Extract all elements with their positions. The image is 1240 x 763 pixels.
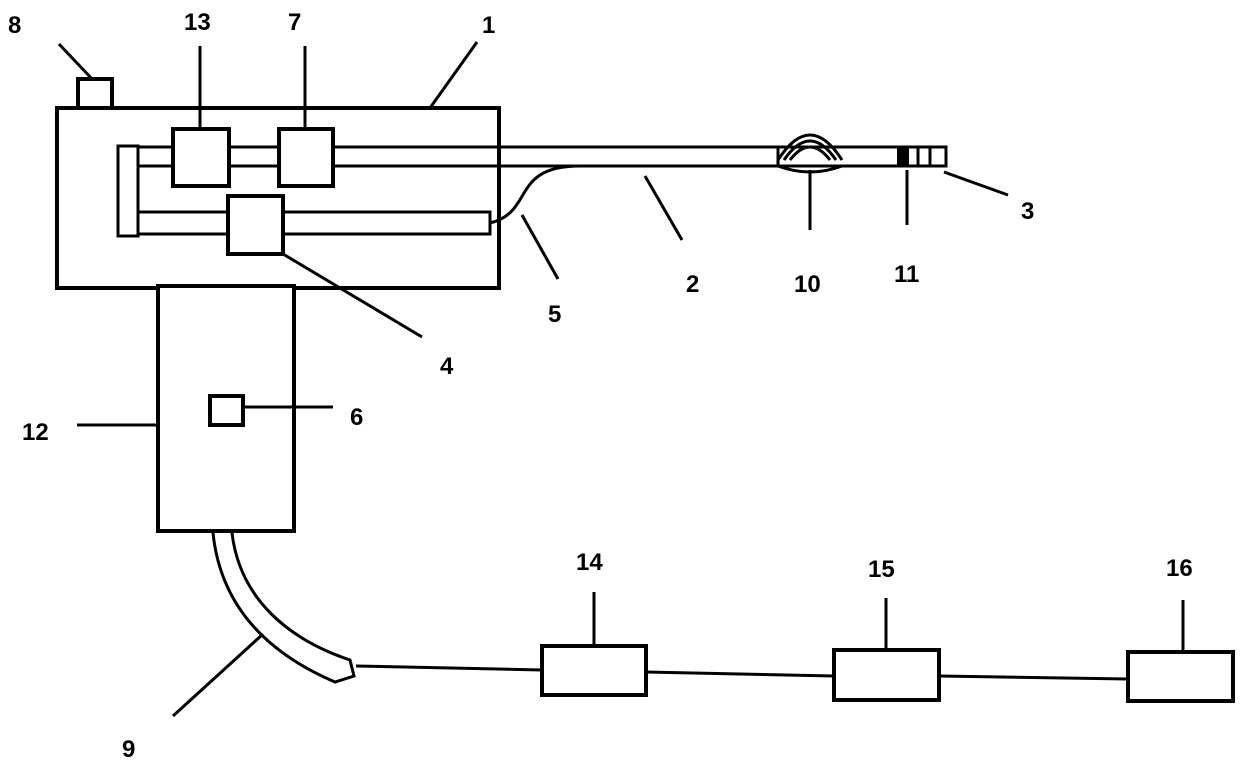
label-13: 13 [184, 9, 211, 36]
module-7 [279, 129, 333, 186]
leader-1 [430, 42, 477, 108]
label-4: 4 [440, 353, 454, 380]
leader-3 [944, 172, 1008, 195]
label-16: 16 [1166, 555, 1193, 582]
signal-line-c [939, 676, 1128, 679]
label-5: 5 [548, 301, 561, 328]
label-12: 12 [22, 419, 49, 446]
label-11: 11 [894, 261, 919, 288]
unit-15 [834, 650, 939, 700]
unit-16 [1128, 652, 1233, 701]
label-3: 3 [1021, 198, 1034, 225]
tip-element-11 [897, 147, 930, 166]
leader-8 [59, 44, 93, 80]
button-8 [78, 79, 112, 108]
module-4 [228, 196, 283, 254]
label-1: 1 [482, 12, 495, 39]
label-14: 14 [576, 549, 603, 576]
signal-line-a [356, 666, 542, 670]
label-10: 10 [794, 271, 821, 298]
leader-5 [522, 215, 558, 279]
label-9: 9 [122, 736, 135, 763]
unit-14 [542, 646, 646, 695]
label-7: 7 [288, 9, 301, 36]
leader-9 [173, 634, 263, 716]
label-2: 2 [686, 271, 699, 298]
label-8: 8 [8, 12, 21, 39]
label-15: 15 [868, 556, 895, 583]
switch-6 [210, 396, 243, 425]
module-13 [173, 129, 229, 186]
label-6: 6 [350, 404, 363, 431]
leader-2 [645, 176, 682, 240]
fiber-5 [490, 166, 580, 223]
signal-line-b [646, 672, 834, 676]
